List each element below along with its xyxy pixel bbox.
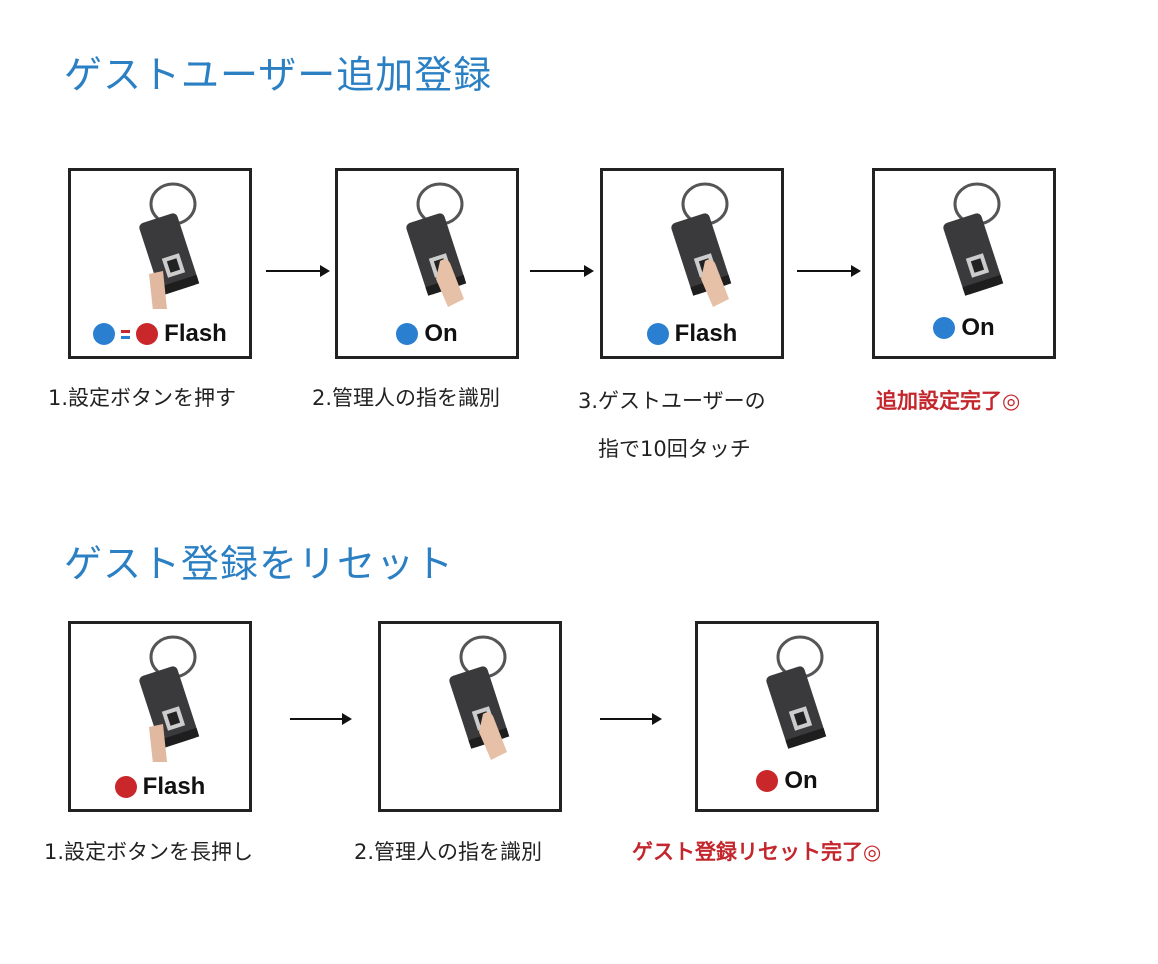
step-box-reset-complete: On xyxy=(695,621,879,812)
step-box-guest-finger: Flash xyxy=(600,168,784,359)
step-box-complete: On xyxy=(872,168,1056,359)
step-caption: 1.設定ボタンを押す xyxy=(48,386,237,410)
section-title-add-guest: ゲストユーザー追加登録 xyxy=(64,53,493,97)
arrow-icon xyxy=(530,265,594,277)
indicator: On xyxy=(698,767,876,795)
indicator-label: On xyxy=(424,320,458,347)
complete-caption: 追加設定完了◎ xyxy=(876,389,1021,413)
section-title-reset-guest: ゲスト登録をリセット xyxy=(64,542,455,586)
indicator: Flash xyxy=(603,320,781,348)
arrow-icon xyxy=(290,713,352,725)
step-caption: 1.設定ボタンを長押し xyxy=(44,840,254,864)
indicator-label: On xyxy=(961,314,995,341)
padlock-image xyxy=(738,632,848,762)
red-led-icon xyxy=(756,770,779,792)
padlock-image xyxy=(421,632,531,762)
step-box-admin-finger xyxy=(378,621,562,812)
step-caption: 2.管理人の指を識別 xyxy=(312,386,501,410)
padlock-image xyxy=(915,179,1025,309)
padlock-image xyxy=(378,179,488,309)
arrow-icon xyxy=(600,713,662,725)
indicator-label: On xyxy=(784,767,818,794)
blue-led-icon xyxy=(396,323,419,345)
step-box-press-setting: Flash xyxy=(68,168,252,359)
step-box-admin-finger: On xyxy=(335,168,519,359)
red-led-icon xyxy=(114,776,137,798)
step-box-long-press: Flash xyxy=(68,621,252,812)
padlock-image xyxy=(643,179,753,309)
arrow-icon xyxy=(797,265,861,277)
indicator: On xyxy=(875,314,1053,342)
padlock-image xyxy=(111,179,221,311)
indicator: Flash xyxy=(71,773,249,801)
indicator-label: Flash xyxy=(164,320,227,347)
red-led-icon xyxy=(136,323,159,345)
step-caption: 3.ゲストユーザーの xyxy=(578,389,766,413)
step-caption: 2.管理人の指を識別 xyxy=(354,840,543,864)
step-caption: 指で10回タッチ xyxy=(598,437,751,461)
indicator-label: Flash xyxy=(674,320,738,347)
indicator: Flash xyxy=(71,320,249,348)
blue-led-icon xyxy=(646,323,669,345)
alternate-icon xyxy=(121,329,131,339)
blue-led-icon xyxy=(933,317,956,339)
padlock-image xyxy=(111,632,221,764)
complete-caption: ゲスト登録リセット完了◎ xyxy=(632,840,882,864)
indicator-label: Flash xyxy=(142,773,206,800)
arrow-icon xyxy=(266,265,330,277)
blue-led-icon xyxy=(93,323,116,345)
indicator: On xyxy=(338,320,516,348)
